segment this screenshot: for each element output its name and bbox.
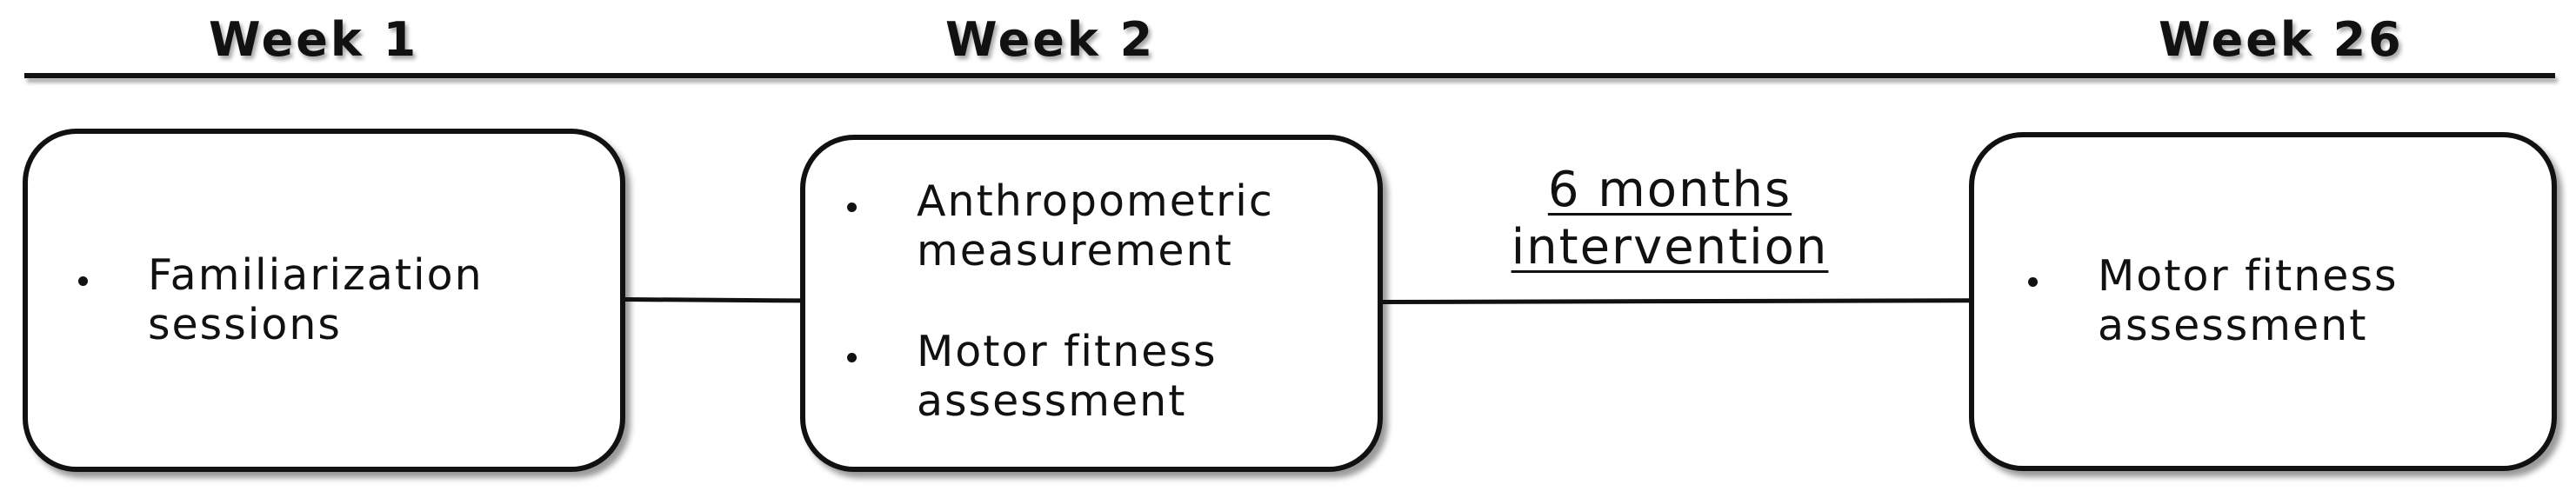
week-2-box: Anthropometric measurement Motor fitness… <box>800 135 1383 472</box>
bullet-line: Motor fitness <box>917 327 1218 376</box>
week-1-label: Week 1 <box>209 12 419 67</box>
week-26-box: Motor fitness assessment <box>1969 132 2557 471</box>
bullet-dot <box>78 276 88 286</box>
week-1-box: Familiarization sessions <box>23 129 625 472</box>
week-2-label: Week 2 <box>945 12 1156 67</box>
interval-label-line1: 6 months <box>1547 162 1792 218</box>
bullet-line: assessment <box>2098 301 2368 350</box>
connector-line <box>1382 298 1972 304</box>
bullet-item: Motor fitness assessment <box>917 327 1218 426</box>
week-26-label: Week 26 <box>2159 12 2404 67</box>
bullet-item: Motor fitness assessment <box>2098 251 2399 350</box>
bullet-line: assessment <box>917 376 1187 426</box>
bullet-dot <box>847 203 857 212</box>
interval-label-line2: intervention <box>1511 219 1829 276</box>
connector-line <box>624 297 803 303</box>
bullet-line: measurement <box>917 226 1233 276</box>
bullet-item: Familiarization sessions <box>148 250 484 349</box>
bullet-line: Anthropometric <box>917 176 1274 226</box>
bullet-line: sessions <box>148 300 342 349</box>
bullet-line: Familiarization <box>148 250 484 300</box>
timeline-axis <box>24 73 2555 78</box>
bullet-line: Motor fitness <box>2098 251 2399 301</box>
bullet-item: Anthropometric measurement <box>917 176 1274 276</box>
bullet-dot <box>2028 277 2038 287</box>
bullet-dot <box>847 353 857 362</box>
